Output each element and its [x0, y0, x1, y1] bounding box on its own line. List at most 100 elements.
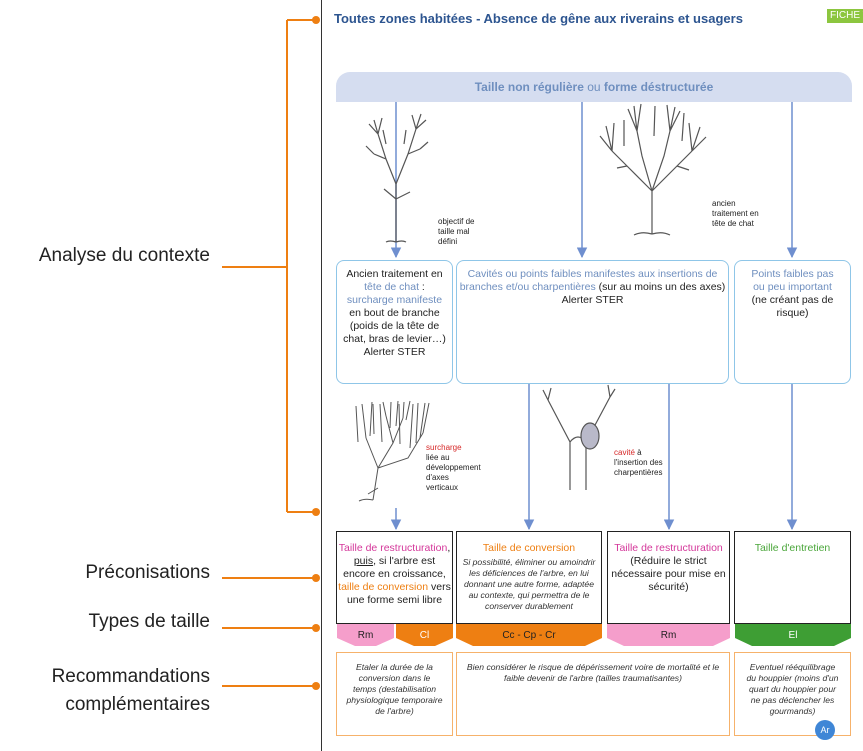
reco-line: temps (destabilisation: [352, 684, 437, 694]
preco-line: encore en croissance,: [343, 568, 446, 580]
reco-line: gourmands): [769, 706, 816, 716]
label-types-taille: Types de taille: [88, 611, 210, 632]
context-highlight: Cavités ou points faibles manifestes aux…: [467, 268, 718, 280]
reco-box-deperissement: Bien considérer le risque de dépérisseme…: [456, 652, 730, 736]
preco-line: une forme semi libre: [346, 594, 443, 606]
context-line: (sur au moins un des axes): [595, 281, 726, 293]
pollarded-tree-1-icon: [365, 113, 429, 243]
page-title: Toutes zones habitées - Absence de gêne …: [334, 11, 743, 26]
page-divider: [321, 0, 322, 751]
preco-title: Taille de conversion: [482, 542, 576, 554]
reco-line: de l'arbre): [375, 706, 414, 716]
type-tags: [337, 624, 851, 646]
type-cc: Cc - Cp - Cr: [502, 630, 556, 641]
label-complementaires: complémentaires: [65, 694, 210, 715]
preco-line: Si possibilité, éliminer ou amoindrir: [462, 557, 596, 567]
preco-highlight: taille de conversion: [338, 581, 429, 593]
preco-line: nécessaire pour mise en: [611, 568, 726, 580]
context-highlight: branches et/ou charpentières: [459, 281, 596, 293]
reco-box-reequilibrage: Eventuel rééquilibrage du houppier (moin…: [734, 652, 851, 736]
caption-line: l'insertion des: [614, 458, 663, 467]
caption-line: ancien: [712, 199, 736, 208]
caption-tree-3: surcharge liée au développement d'axes v…: [426, 443, 481, 493]
context-highlight: ou peu important: [753, 281, 832, 293]
context-box-tete-de-chat: Ancien traitement en tête de chat : surc…: [336, 260, 453, 384]
reco-line: faible devenir de l'arbre (tailles traum…: [504, 673, 682, 683]
preco-box-entretien: Taille d'entretien: [734, 531, 851, 624]
preco-line: puis: [353, 555, 374, 567]
context-line: Alerter STER: [363, 346, 426, 358]
caption-line: taille mal: [438, 227, 470, 236]
preco-box-restructuration-conversion: Taille de restructuration, puis, si l'ar…: [336, 531, 453, 624]
surcharge-tree-icon: [355, 400, 430, 502]
caption-line: liée au: [426, 453, 450, 462]
reco-line: Eventuel rééquilibrage: [749, 662, 836, 672]
preco-title: Taille de restructuration: [614, 542, 723, 554]
caption-line: défini: [438, 237, 458, 246]
context-line: chat, bras de levier…): [343, 333, 446, 345]
reco-line: ne pas déclencher les: [750, 695, 835, 705]
context-line: Alerter STER: [561, 294, 624, 306]
preco-box-conversion: Taille de conversion Si possibilité, éli…: [456, 531, 602, 624]
orange-connectors: [222, 16, 320, 690]
context-highlight: Points faibles pas: [751, 268, 834, 280]
reco-line: du houppier (moins d'un: [746, 673, 839, 683]
ar-badge: Ar: [815, 720, 835, 740]
context-line: (poids de la tête de: [349, 320, 440, 332]
preco-line: donnant une autre forme, adaptée: [464, 579, 594, 589]
reco-line: quart du houppier pour: [749, 684, 836, 694]
caption-line: tête de chat: [712, 219, 754, 228]
context-line: (ne créant pas de: [751, 294, 834, 306]
context-line: risque): [776, 307, 809, 319]
tag-cc: [456, 624, 602, 646]
type-rm-1: Rm: [357, 630, 374, 641]
caption-line: d'axes: [426, 473, 449, 482]
label-recommandations: Recommandations: [51, 666, 210, 687]
caption-tree-2: ancien traitement en tête de chat: [712, 199, 759, 229]
preco-line: ,: [447, 542, 451, 554]
preco-line: les déficiences de l'arbre, en lui: [469, 568, 589, 578]
top-banner: Taille non régulière ou forme déstructur…: [336, 72, 852, 102]
preco-line: sécurité): [648, 581, 689, 593]
reco-line: conversion dans le: [358, 673, 431, 683]
caption-highlight: cavité: [614, 448, 635, 457]
tag-cl: [396, 624, 453, 646]
context-box-cavites: Cavités ou points faibles manifestes aux…: [456, 260, 729, 384]
caption-line: charpentières: [614, 468, 663, 477]
preco-line: conserver durablement: [485, 601, 573, 611]
preco-line: , si l'arbre est: [373, 555, 436, 567]
banner-part3: forme déstructurée: [603, 80, 714, 94]
context-line: en bout de branche: [349, 307, 440, 319]
context-line: Ancien traitement en: [346, 268, 443, 280]
caption-line: traitement en: [712, 209, 759, 218]
type-rm-2: Rm: [660, 630, 677, 641]
preco-line: au contexte, qui permettra de le: [468, 590, 590, 600]
preco-box-restructuration: Taille de restructuration (Réduire le st…: [607, 531, 730, 624]
preco-title: Taille d'entretien: [754, 542, 831, 554]
pollarded-tree-2-icon: [599, 103, 707, 236]
cavity-tree-icon: [542, 384, 616, 490]
reco-box-etaler: Etaler la durée de la conversion dans le…: [336, 652, 453, 736]
caption-line: à: [634, 448, 642, 457]
banner-part1: Taille non régulière: [474, 80, 584, 94]
caption-tree-1: objectif de taille mal défini: [438, 217, 474, 247]
preco-line: vers: [428, 581, 451, 593]
fiche-tab: FICHE VI: [827, 9, 863, 23]
preco-line: (Réduire le strict: [630, 555, 707, 567]
caption-tree-4: cavité à l'insertion des charpentières: [614, 448, 663, 478]
context-highlight: tête de chat: [364, 281, 420, 293]
reco-line: Bien considérer le risque de dépérisseme…: [466, 662, 720, 672]
reco-line: Etaler la durée de la: [356, 662, 433, 672]
caption-line: développement: [426, 463, 481, 472]
caption-line: objectif de: [438, 217, 475, 226]
caption-line: verticaux: [426, 483, 459, 492]
label-analyse-contexte: Analyse du contexte: [38, 245, 210, 266]
tag-rm-2: [607, 624, 730, 646]
caption-highlight: surcharge: [426, 443, 462, 452]
label-preconisations: Préconisations: [85, 562, 210, 583]
tag-rm-1: [337, 624, 394, 646]
tag-el: [735, 624, 851, 646]
context-highlight: surcharge manifeste: [346, 294, 443, 306]
banner-part2: ou: [583, 80, 604, 94]
type-el: El: [788, 630, 798, 641]
